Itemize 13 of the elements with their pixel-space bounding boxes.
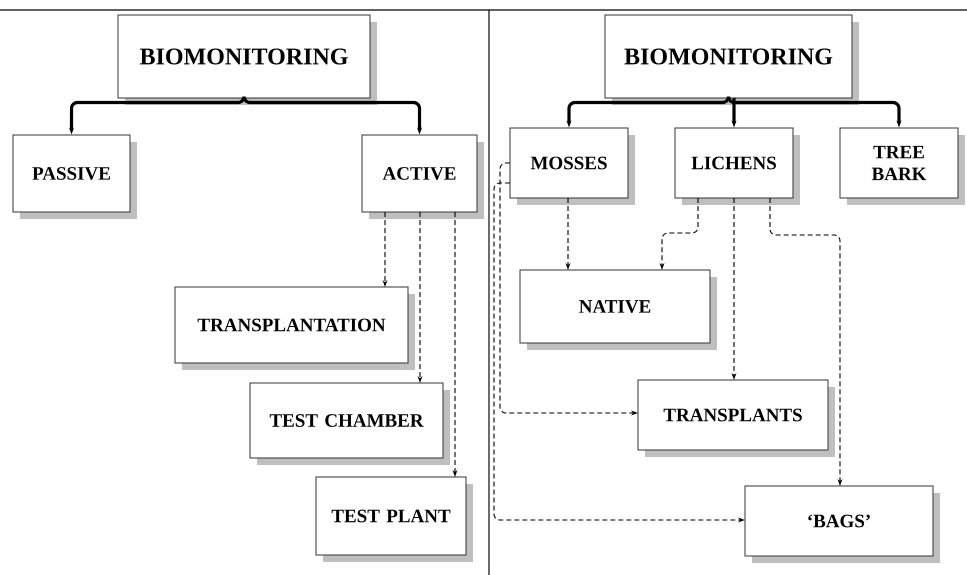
label-box: TRANSPLANTATION — [174, 286, 415, 370]
label-box: ‘BAGS’ — [744, 486, 940, 563]
label-box: LICHENS — [674, 128, 800, 205]
label-box: TEST CHAMBER — [250, 382, 450, 465]
label-box: BIOMONITORING — [118, 14, 377, 105]
label-box: NATIVE — [520, 270, 717, 350]
label-box: MOSSES — [510, 128, 635, 205]
label-box: TREE BARK — [840, 128, 965, 205]
label-box: TRANSPLANTS — [638, 380, 835, 457]
label-box: BIOMONITORING — [604, 14, 859, 105]
label-box: ACTIVE — [362, 134, 484, 219]
label-box: PASSIVE — [12, 134, 137, 219]
label-box: TEST PLANT — [316, 476, 473, 562]
